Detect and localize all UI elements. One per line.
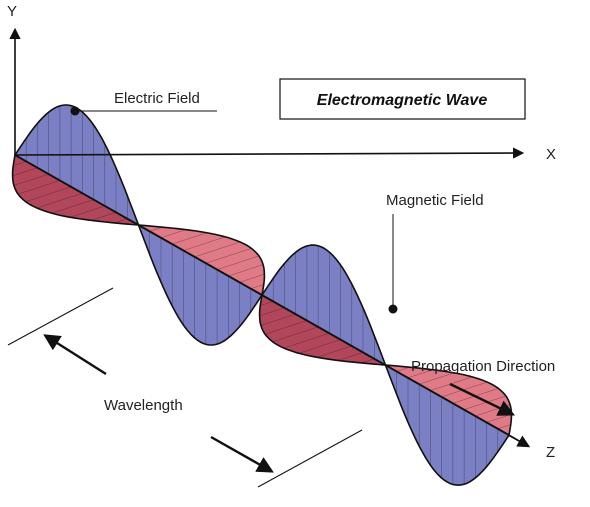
magnetic-field-lobe-hatch [464,395,506,410]
magnetic-field-lobe-hatch [149,226,163,232]
x-axis-label: X [546,146,556,163]
magnetic-field-lobe-hatch [361,358,375,364]
wavelength-extension-left [7,287,114,346]
magnetic-field-lobe-hatch [12,167,38,177]
magnetic-field-pointer-dot [388,304,398,314]
magnetic-field-lobe-hatch [441,381,488,398]
y-axis-label: Y [7,3,17,20]
wavelength-label: Wavelength [104,397,183,414]
wavelength-arrow-right [210,435,274,473]
magnetic-field-lobe-hatch [51,199,94,214]
wavelength-extension-right [257,429,363,488]
magnetic-field-lobe-hatch [396,366,410,372]
wavelength-arrow-left [43,334,107,376]
magnetic-field-lobe-hatch [228,264,264,277]
magnetic-field-lobe-hatch [419,372,454,385]
magnetic-field-lobe-hatch [407,369,433,379]
magnetic-field-lobe-hatch [265,320,307,335]
magnetic-field-lobe-hatch [239,273,265,283]
magnetic-field-lobe-hatch [194,241,241,258]
magnetic-field-lobe-hatch [13,173,49,186]
magnetic-field-lobe-hatch [283,332,330,349]
electric-field-pointer-dot [70,106,80,116]
magnetic-field-lobe-hatch [260,301,274,306]
title: Electromagnetic Wave [317,92,488,109]
title-box [279,78,526,120]
propagation-direction-arrow [449,382,516,416]
electric-field-lobe [383,363,511,486]
magnetic-field-lobe-hatch [114,218,128,224]
x-axis [14,147,525,159]
magnetic-field-lobe-hatch [317,345,352,358]
magnetic-field-lobe-hatch [160,229,186,239]
electric-field-label: Electric Field [114,90,200,107]
magnetic-field-label: Magnetic Field [386,192,484,209]
magnetic-field-lobe-hatch [272,326,319,342]
magnetic-field-lobe-hatch [259,307,285,317]
magnetic-field-lobe-hatch [25,186,72,202]
magnetic-field-lobe-hatch [497,424,511,429]
magnetic-field-lobe-hatch [36,192,83,209]
magnetic-field-lobe-hatch [18,180,60,195]
magnetic-field-lobe-hatch [172,232,207,245]
magnetic-field-lobe-hatch [260,313,296,326]
electric-field-wave [13,104,511,486]
electric-field-lobe [136,223,264,346]
magnetic-field-lobe-hatch [205,248,252,264]
magnetic-field-lobe-hatch [217,255,259,270]
magnetic-field-lobe-hatch [298,339,341,354]
magnetic-field-lobe-hatch [13,161,27,166]
magnetic-field-lobe-hatch [338,352,364,361]
propagation-direction-label: Propagation Direction [411,358,555,375]
magnetic-field-lobe-hatch [250,284,264,289]
z-axis [14,154,531,448]
magnetic-field-lobe-hatch [91,212,117,221]
magnetic-field-lobe-hatch [70,205,105,218]
electric-field-lobe [260,244,388,367]
magnetic-field-lobe-hatch [183,236,226,251]
z-axis-label: Z [546,444,555,461]
